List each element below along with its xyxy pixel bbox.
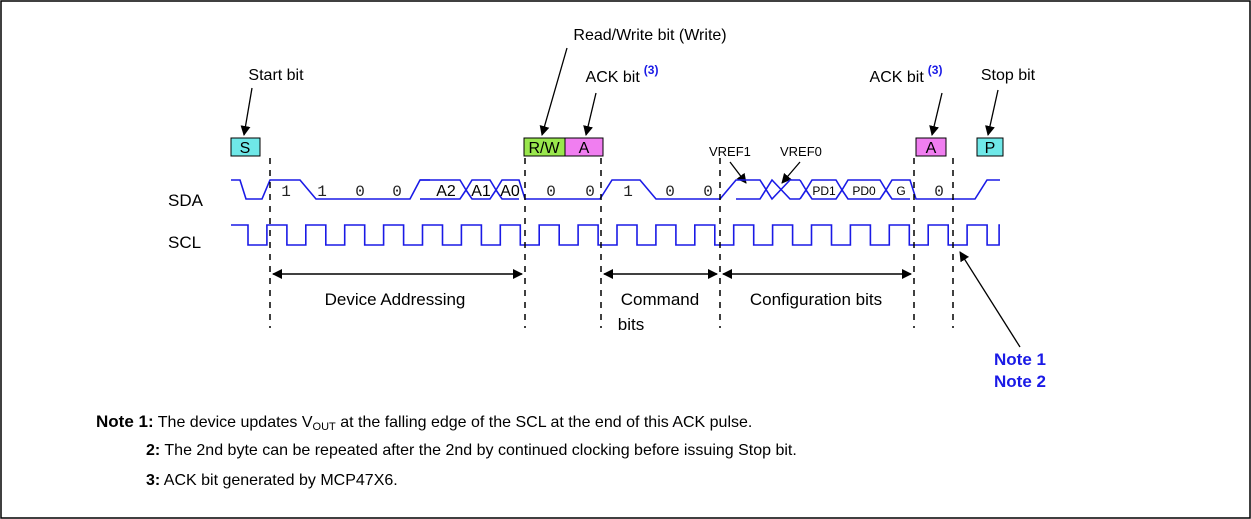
sda-pd0: PD0: [852, 184, 876, 198]
vref1-label: VREF1: [709, 144, 751, 159]
stop-bit-leader: [985, 89, 999, 136]
scl-label: SCL: [168, 233, 201, 252]
sda-bit-8: 0: [546, 183, 556, 201]
note-1-text-b: at the falling edge of the SCL at the en…: [335, 414, 753, 431]
sda-g: G: [896, 184, 905, 198]
sda-cmd-bit-3: 0: [703, 183, 713, 201]
ack-bit-label-1: ACK bit(3): [586, 63, 659, 86]
ack-box-2-label: A: [926, 140, 937, 157]
note-1-label: Note 1:: [96, 412, 154, 431]
sda-cmd-bit-2: 0: [665, 183, 675, 201]
sda-waveform: [231, 178, 1000, 201]
note-2-callout: Note 2: [994, 372, 1046, 391]
ack-box-1-label: A: [579, 140, 590, 157]
sda-ack-bit: 0: [934, 183, 944, 201]
ack-bit-leader-1: [583, 92, 597, 136]
sda-bit-2: 1: [317, 183, 327, 201]
note-2-label: 2:: [146, 442, 161, 459]
note-1: Note 1: The device updates VOUT at the f…: [96, 412, 752, 433]
note-2-text: The 2nd byte can be repeated after the 2…: [164, 442, 797, 459]
device-addressing-label: Device Addressing: [325, 290, 466, 309]
start-box-label: S: [240, 140, 251, 157]
note-3-text: ACK bit generated by MCP47X6.: [163, 472, 398, 489]
sda-a0: A0: [500, 183, 520, 200]
start-box: [230, 137, 261, 157]
stop-box-label: P: [985, 140, 996, 157]
note-3-label: 3:: [146, 472, 161, 489]
sda-a2: A2: [436, 183, 456, 200]
sda-bit-4: 0: [392, 183, 402, 201]
rw-bit-leader: [539, 47, 568, 136]
ack-bit-leader-2: [929, 92, 943, 136]
note-1-text-a: The device updates V: [157, 414, 313, 431]
sda-pd1: PD1: [812, 184, 836, 198]
configuration-bits-label: Configuration bits: [750, 290, 882, 309]
dashed-markers: [269, 158, 954, 328]
sda-a1: A1: [471, 183, 491, 200]
ack-box-2: [915, 137, 947, 157]
stop-bit-label: Stop bit: [981, 67, 1036, 84]
command-label-1: Command: [621, 290, 699, 309]
note-1-sub: OUT: [312, 421, 336, 433]
vref0-label: VREF0: [780, 144, 822, 159]
rw-box-label: R/W: [528, 140, 560, 157]
start-bit-label: Start bit: [248, 67, 304, 84]
sda-label: SDA: [168, 191, 204, 210]
sda-bit-1: 1: [281, 183, 291, 201]
read-write-label: Read/Write bit (Write): [573, 27, 726, 44]
note-3: 3: ACK bit generated by MCP47X6.: [146, 472, 398, 490]
vref0-leader: [781, 161, 801, 184]
command-label-2: bits: [618, 315, 644, 334]
sda-bit-3: 0: [355, 183, 365, 201]
ack-box-1: [564, 137, 604, 157]
note-leader: [959, 251, 1021, 348]
sda-cmd-bit-1: 1: [623, 183, 633, 201]
scl-waveform: [231, 224, 1000, 246]
ack-bit-label-2: ACK bit(3): [870, 63, 943, 86]
sda-bit-9: 0: [585, 183, 595, 201]
start-bit-leader: [240, 87, 253, 136]
stop-box: [976, 137, 1004, 157]
note-2: 2: The 2nd byte can be repeated after th…: [146, 442, 797, 460]
note-1-callout: Note 1: [994, 350, 1046, 369]
